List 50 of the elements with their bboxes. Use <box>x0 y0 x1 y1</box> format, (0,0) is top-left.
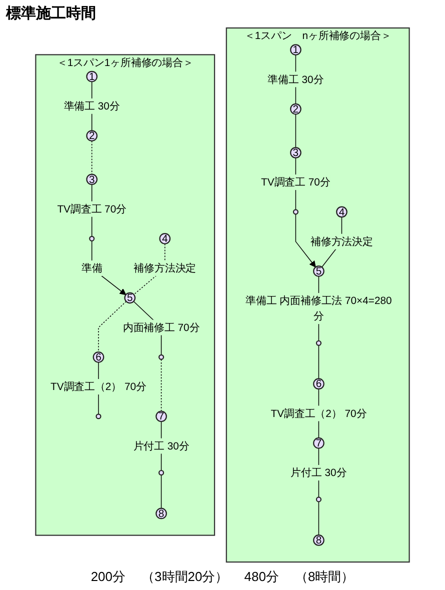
node-circle <box>96 414 102 420</box>
node-circle: 5 <box>124 292 136 304</box>
node-circle: 1 <box>290 44 302 56</box>
node-circle: 3 <box>86 174 98 186</box>
node-circle: 4 <box>336 206 348 218</box>
node-circle: 4 <box>159 232 171 244</box>
node-circle: 8 <box>156 508 167 520</box>
dimension-label: 200分 <box>90 568 126 586</box>
node-circle: 2 <box>86 130 98 142</box>
edge-label: TV調査工（2） 70分 <box>270 407 367 420</box>
node-circle <box>316 496 322 502</box>
node-circle <box>158 470 164 476</box>
edge-label: TV調査工（2） 70分 <box>50 380 146 392</box>
node-circle: 2 <box>290 103 302 115</box>
edge-label: 片付工 30分 <box>133 440 190 452</box>
edge-label: TV調査工 70分 <box>57 202 127 215</box>
connector <box>160 359 162 412</box>
dimension-label: 480分 <box>244 568 279 586</box>
node-circle: 6 <box>313 378 324 390</box>
node-circle: 3 <box>290 147 302 158</box>
connector <box>318 344 320 380</box>
edge-label: 補修方法決定 <box>134 262 196 274</box>
node-circle: 7 <box>156 410 167 422</box>
edge-label: TV調査工 70分 <box>261 176 330 188</box>
edge-label: 補修方法決定 <box>310 235 373 248</box>
node-circle: 7 <box>313 437 324 449</box>
connector <box>295 114 296 148</box>
connector <box>98 301 127 352</box>
edge-label: 片付工 30分 <box>290 466 347 478</box>
node-circle <box>158 354 164 360</box>
connector <box>318 501 320 536</box>
node-circle: 8 <box>313 534 324 546</box>
node-circle <box>292 209 298 215</box>
dimension-label: （3時間20分） <box>142 568 228 586</box>
node-circle: 6 <box>92 351 104 363</box>
connector <box>160 474 162 509</box>
edge-label: 準備工 30分 <box>64 100 120 112</box>
node-circle <box>89 236 95 242</box>
arrow <box>295 214 316 268</box>
dimension-label: （8時間） <box>294 568 354 586</box>
diagram-title: 標準施工時間 <box>6 4 96 23</box>
edge-label: 準備工 内面補修工法 70×4=280分 <box>246 294 392 322</box>
node-circle <box>316 340 322 346</box>
connector <box>91 140 92 175</box>
edge-label: 内面補修工 70分 <box>122 321 200 334</box>
node-circle: 5 <box>313 265 324 277</box>
node-circle: 1 <box>86 70 98 82</box>
arrow <box>91 240 126 296</box>
edge-label: 準備工 30分 <box>268 73 324 85</box>
edge-label: 準備 <box>81 262 102 274</box>
